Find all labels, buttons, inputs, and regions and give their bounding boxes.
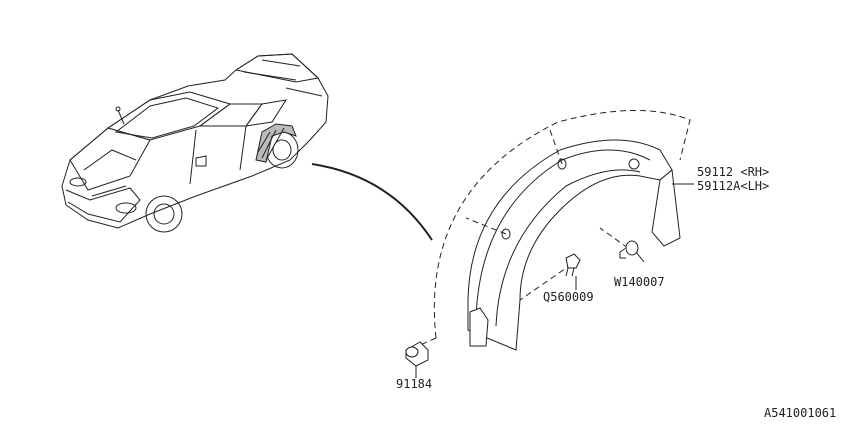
callout-part-rh: 59112 <RH> — [697, 165, 770, 179]
wheel-arch-reference — [433, 110, 691, 339]
screw-part — [565, 253, 581, 290]
mudguard-liner — [467, 139, 681, 351]
vehicle-illustration — [61, 53, 329, 233]
clip-part-91184 — [405, 341, 429, 378]
callout-part-lh: 59112A<LH> — [697, 179, 770, 193]
pointer-arc — [311, 163, 433, 241]
callout-screw: Q560009 — [543, 290, 594, 304]
callout-clip-91184: 91184 — [396, 377, 433, 391]
callout-clip-w140007: W140007 — [614, 275, 665, 289]
diagram-id: A541001061 — [764, 406, 837, 420]
clip-part-w140007 — [619, 240, 645, 263]
